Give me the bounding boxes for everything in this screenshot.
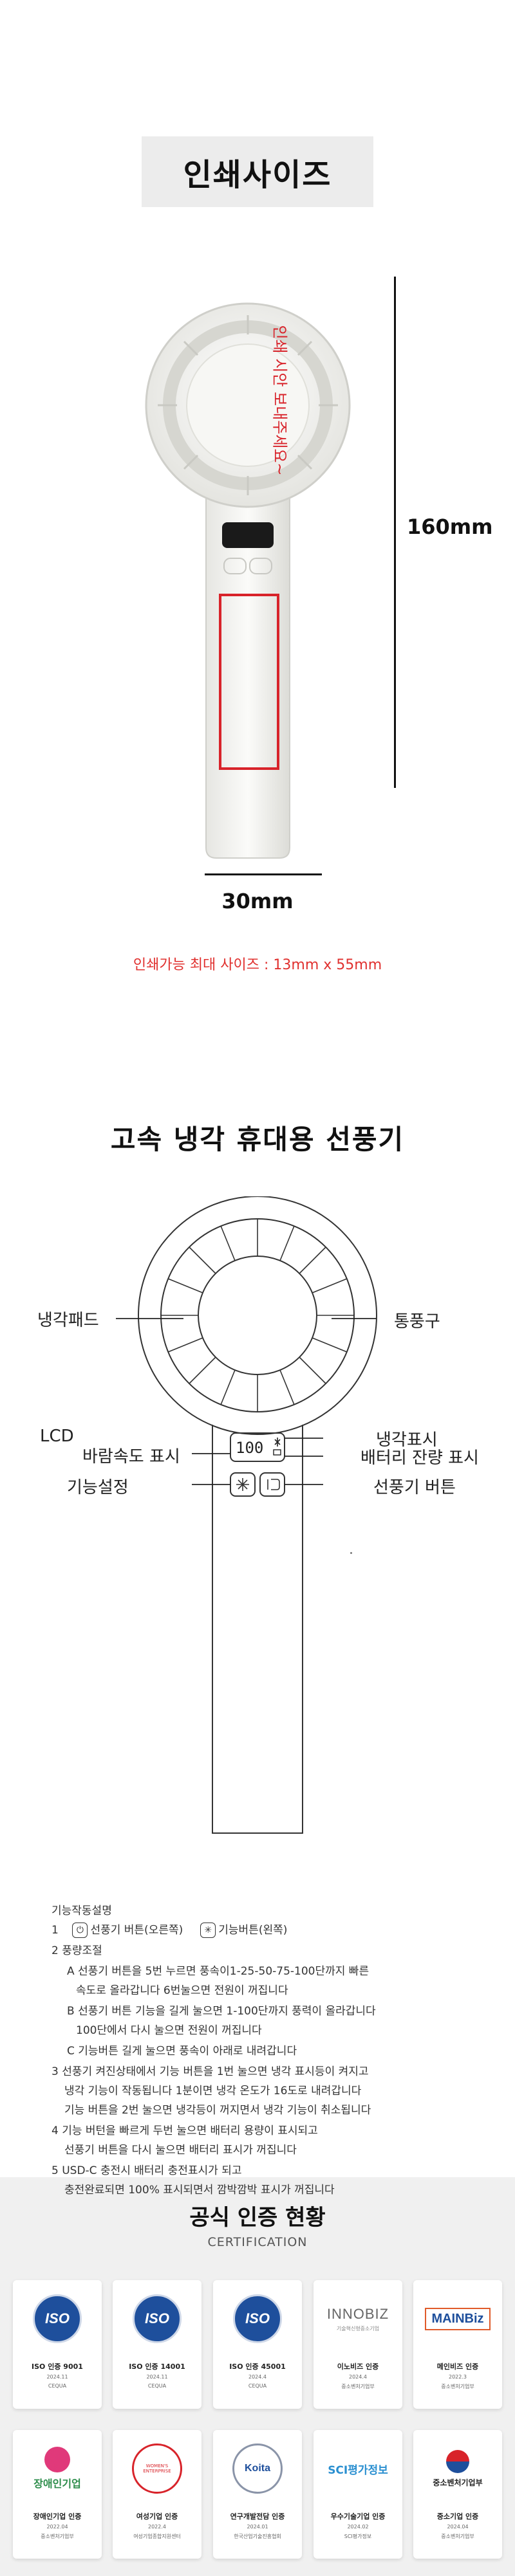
iso-logo-icon: ISO [233,2294,282,2343]
height-label: 160mm [407,515,493,539]
cert-card-iso45001: ISO ISO 인증 45001 2024.4 CEQUA [213,2280,302,2409]
cert-date: 2024.01 [247,2524,268,2530]
innobiz-logo-icon: INNOBIZ [326,2305,389,2322]
cert-card-mainbiz: MAINBiz 메인비즈 인증 2022.3 중소벤처기업부 [413,2280,502,2409]
width-dimension-line [205,873,322,875]
cert-org: 중소벤처기업부 [441,2534,474,2539]
cert-card-iso14001: ISO ISO 인증 14001 2024.11 CEQUA [113,2280,201,2409]
innobiz-logo-sub: 기술혁신형중소기업 [336,2325,380,2332]
cert-name: 중소기업 인증 [436,2512,479,2521]
fan-button-desc: 선풍기 버튼(오른쪽) [90,1924,183,1937]
print-area-text: 인쇄 시안 보내주세요~ [270,324,289,476]
instructions-line-8: 3 선풍기 켜진상태에서 기능 버튼을 1번 눌으면 냉각 표시등이 켜지고 [52,2065,369,2078]
cert-card-rnd: Koita 연구개발전담 인증 2024.01 한국산업기술진흥협회 [213,2430,302,2559]
cert-card-sci: SCI평가정보 우수기술기업 인증 2024.02 SCI평가정보 [314,2430,402,2559]
cert-org: CEQUA [147,2383,167,2389]
cert-org: 중소벤처기업부 [41,2534,74,2539]
cert-org: 여성기업종합지원센터 [133,2534,181,2539]
print-area: 인쇄 시안 보내주세요~ [239,316,323,484]
cert-name: ISO 인증 14001 [129,2362,185,2371]
cert-date: 2024.11 [46,2374,68,2380]
instructions-line-2: 2 풍량조절 [52,1944,102,1957]
certification-subtitle: CERTIFICATION [207,2235,308,2249]
function-button-desc: 기능버튼(왼쪽) [218,1924,288,1937]
instructions-line-10: 기능 버튼을 2번 눌으면 냉각등이 꺼지면서 냉각 기능이 취소됩니다 [64,2104,371,2117]
instructions-line-14: 충전완료되면 100% 표시되면서 깜박깜박 표시가 꺼집니다 [64,2184,335,2197]
instructions-line-5: B 선풍기 버튼 기능을 길게 눌으면 1-100단까지 풍력이 올라갑니다 [67,2005,376,2018]
fan-button-icon: ⏻ [72,1923,88,1938]
cert-name: 우수기술기업 인증 [330,2512,386,2521]
instructions-line-6: 100단에서 다시 눌으면 전원이 꺼집니다 [76,2024,262,2037]
cert-org: 중소벤처기업부 [341,2384,375,2389]
instructions-line-12: 선풍기 버튼을 다시 눌으면 배터리 표시가 꺼집니다 [64,2144,297,2157]
instructions-line-4: 속도로 올라갑니다 6번눌으면 전원이 꺼집니다 [76,1984,288,1997]
instructions-line-7: C 기능버튼 길게 눌으면 풍속이 아래로 내려갑니다 [67,2045,297,2058]
snowflake-icon [236,1478,249,1491]
instructions-line-13: 5 USD-C 충전시 배터리 충전표시가 되고 [52,2164,242,2177]
label-wind-speed: 바람속도 표시 [82,1447,180,1466]
mainbiz-logo-icon: MAINBiz [425,2307,491,2330]
cert-name: ISO 인증 9001 [32,2362,83,2371]
height-dimension-line [394,277,396,788]
cert-org: CEQUA [248,2383,267,2389]
instructions-line-1: 1 ⏻선풍기 버튼(오른쪽) ✳기능버튼(왼쪽) [52,1921,287,1938]
taegeuk-icon [446,2449,469,2473]
function-button-icon: ✳ [200,1923,216,1938]
instructions-line-9: 냉각 기능이 작동됩니다 1분이면 냉각 온도가 16도로 내려갑니다 [64,2085,362,2097]
cert-date: 2024.04 [447,2524,469,2530]
instructions-line-11: 4 기능 버턴을 빠르게 두번 눌으면 배터리 용량이 표시되고 [52,2124,318,2137]
power-fan-icon [267,1479,280,1490]
decorative-dot [350,1552,352,1554]
cert-card-sme: 중소벤처기업부 중소기업 인증 2024.04 중소벤처기업부 [413,2430,502,2559]
cert-card-women-enterprise: WOMEN'S ENTERPRISE 여성기업 인증 2022.4 여성기업종합… [113,2430,201,2559]
label-function-set: 기능설정 [67,1478,129,1497]
iso-logo-icon: ISO [33,2294,82,2343]
cert-org: 한국산업기술진흥협회 [234,2534,281,2539]
women-enterprise-logo-icon: WOMEN'S ENTERPRISE [132,2444,182,2494]
iso-logo-icon: ISO [133,2294,182,2343]
cert-date: 2022.4 [148,2524,166,2530]
label-cooling-pad: 냉각패드 [37,1311,99,1330]
cert-date: 2024.4 [248,2374,267,2380]
cert-name: 여성기업 인증 [136,2512,178,2521]
sci-logo-icon: SCI평가정보 [328,2463,388,2477]
cert-date: 2022.04 [46,2524,68,2530]
disabled-enterprise-logo-icon [44,2447,70,2472]
label-cooling-display: 냉각표시 [376,1430,438,1450]
width-label: 30mm [221,889,294,913]
cert-name: ISO 인증 45001 [229,2362,286,2371]
cert-name: 이노비즈 인증 [337,2362,379,2371]
cert-name: 메인비즈 인증 [436,2362,479,2371]
cert-org: CEQUA [48,2383,67,2389]
diagram-title: 고속 냉각 휴대용 선풍기 [110,1124,405,1155]
fan-product-illustration [145,302,351,859]
cert-date: 2022.3 [449,2374,467,2380]
cert-org: 중소벤처기업부 [441,2384,474,2389]
sme-logo-text: 중소벤처기업부 [433,2478,483,2487]
label-vent: 통풍구 [394,1312,440,1331]
max-print-size-text: 인쇄가능 최대 사이즈 : 13mm x 55mm [133,957,382,973]
cert-card-iso9001: ISO ISO 인증 9001 2024.11 CEQUA [13,2280,102,2409]
instructions-line-3: A 선풍기 버튼을 5번 누르면 풍속이1-25-50-75-100단까지 빠른 [67,1965,370,1978]
label-lcd: LCD [40,1427,74,1446]
instructions-header: 기능작동설명 [52,1905,112,1917]
label-battery: 배터리 잔량 표시 [360,1448,479,1468]
cert-date: 2024.02 [347,2524,369,2530]
cert-date: 2024.11 [146,2374,168,2380]
cert-card-disabled-enterprise: 장애인기업 장애인기업 인증 2022.04 중소벤처기업부 [13,2430,102,2559]
cert-card-innobiz: INNOBIZ 기술혁신형중소기업 이노비즈 인증 2024.4 중소벤처기업부 [314,2280,402,2409]
cert-name: 장애인기업 인증 [33,2512,82,2521]
disabled-enterprise-logo-text: 장애인기업 [33,2478,81,2490]
certification-title: 공식 인증 현황 [189,2205,326,2231]
koita-logo-icon: Koita [232,2444,283,2494]
label-fan-button: 선풍기 버튼 [373,1478,456,1497]
print-size-title: 인쇄사이즈 [142,136,373,207]
cert-date: 2024.4 [349,2374,367,2380]
lcd-readout: 100 [236,1439,263,1457]
line-number: 1 [52,1924,59,1937]
cert-name: 연구개발전담 인증 [230,2512,285,2521]
cert-org: SCI평가정보 [344,2534,372,2539]
fan-line-diagram: 100 [116,1196,377,1834]
